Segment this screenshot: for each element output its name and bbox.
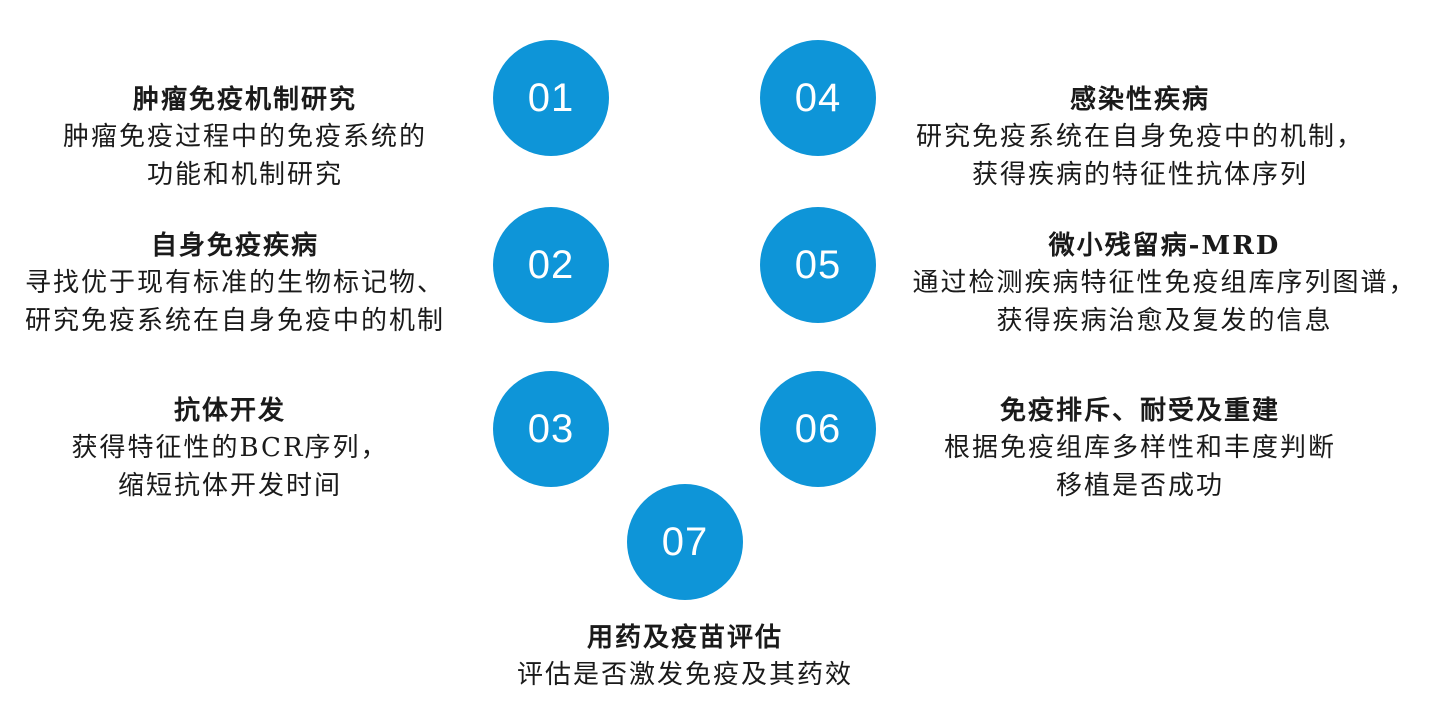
item-06-block: 免疫排斥、耐受及重建 根据免疫组库多样性和丰度判断 移植是否成功	[880, 393, 1400, 505]
circle-06: 06	[760, 371, 876, 487]
item-04-line-2: 获得疾病的特征性抗体序列	[971, 160, 1308, 190]
circle-01: 01	[493, 40, 609, 156]
item-01-title: 肿瘤免疫机制研究	[132, 85, 357, 115]
item-03-block: 抗体开发 获得特征性的BCR序列， 缩短抗体开发时间	[0, 393, 460, 505]
item-03-line-2: 缩短抗体开发时间	[117, 471, 342, 501]
item-04-title: 感染性疾病	[1069, 85, 1210, 115]
item-06-line-2: 移植是否成功	[1055, 471, 1224, 501]
circle-02: 02	[493, 207, 609, 323]
item-02-title: 自身免疫疾病	[150, 231, 319, 261]
item-02-block: 自身免疫疾病 寻找优于现有标准的生物标记物、 研究免疫系统在自身免疫中的机制	[0, 228, 480, 340]
item-05-line-2: 获得疾病治愈及复发的信息	[996, 306, 1333, 336]
item-02-line-2: 研究免疫系统在自身免疫中的机制	[24, 306, 445, 336]
circle-03: 03	[493, 371, 609, 487]
item-07-line-1: 评估是否激发免疫及其药效	[516, 660, 853, 690]
item-07-block: 用药及疫苗评估 评估是否激发免疫及其药效	[435, 620, 935, 694]
item-01-line-2: 功能和机制研究	[146, 160, 343, 190]
item-04-line-1: 研究免疫系统在自身免疫中的机制，	[915, 122, 1364, 152]
item-06-title: 免疫排斥、耐受及重建	[999, 396, 1280, 426]
item-03-title: 抗体开发	[173, 396, 286, 426]
item-02-line-1: 寻找优于现有标准的生物标记物、	[24, 268, 445, 298]
item-01-block: 肿瘤免疫机制研究 肿瘤免疫过程中的免疫系统的 功能和机制研究	[0, 82, 490, 194]
circle-04: 04	[760, 40, 876, 156]
item-07-title: 用药及疫苗评估	[586, 623, 783, 653]
circle-07: 07	[627, 484, 743, 600]
item-05-line-1: 通过检测疾病特征性免疫组库序列图谱，	[912, 268, 1417, 298]
item-01-line-1: 肿瘤免疫过程中的免疫系统的	[62, 122, 427, 152]
circle-05: 05	[760, 207, 876, 323]
item-04-block: 感染性疾病 研究免疫系统在自身免疫中的机制， 获得疾病的特征性抗体序列	[880, 82, 1400, 194]
item-05-title: 微小残留病-MRD	[1048, 231, 1281, 261]
item-06-line-1: 根据免疫组库多样性和丰度判断	[943, 433, 1336, 463]
item-03-line-1: 获得特征性的BCR序列，	[71, 433, 389, 463]
item-05-block: 微小残留病-MRD 通过检测疾病特征性免疫组库序列图谱， 获得疾病治愈及复发的信…	[880, 228, 1449, 340]
